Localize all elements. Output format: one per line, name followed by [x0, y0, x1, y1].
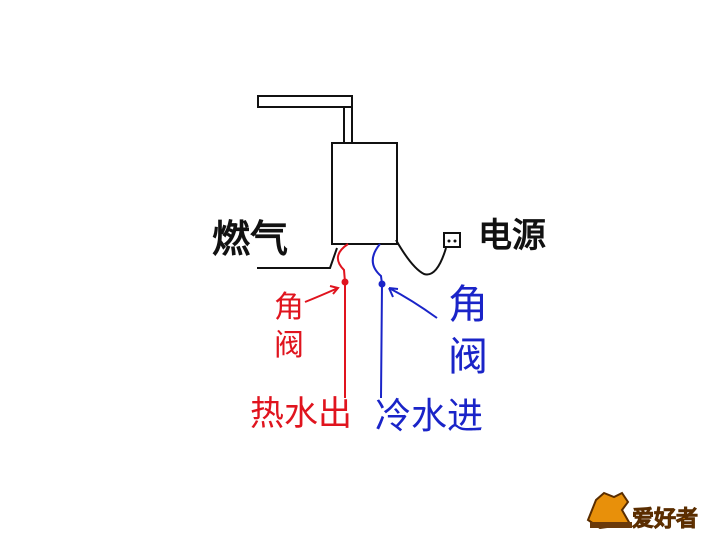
site-logo: 爱好者	[586, 491, 698, 532]
power-label: 电源	[478, 216, 546, 256]
hot-water-out-label: 热水出	[250, 394, 352, 434]
right-valve-label-line2: 阀	[448, 334, 488, 380]
outlet-hole-right	[453, 239, 457, 243]
gas-label: 燃气	[212, 217, 288, 261]
power-outlet	[443, 232, 461, 248]
left-valve-label-line1: 角	[274, 290, 304, 325]
hot-water-pipe	[337, 243, 349, 398]
gas-pipe	[257, 247, 338, 269]
cold-valve-arrow	[388, 287, 438, 319]
hot-valve-arrow	[304, 285, 340, 303]
logo-text: 爱好者	[632, 506, 698, 532]
cold-water-in-label: 冷水进	[375, 396, 483, 437]
flue-cap	[257, 95, 353, 108]
cold-angle-valve-dot	[378, 280, 386, 288]
outlet-hole-left	[447, 239, 451, 243]
power-cord	[395, 239, 447, 276]
hot-angle-valve-dot	[341, 278, 349, 286]
flue-pipe	[343, 106, 353, 144]
left-valve-label-line2: 阀	[274, 328, 304, 363]
cold-water-pipe	[371, 243, 384, 399]
heater-body	[331, 142, 398, 245]
right-valve-label-line1: 角	[448, 282, 488, 328]
logo-mascot-shadow	[590, 522, 632, 528]
